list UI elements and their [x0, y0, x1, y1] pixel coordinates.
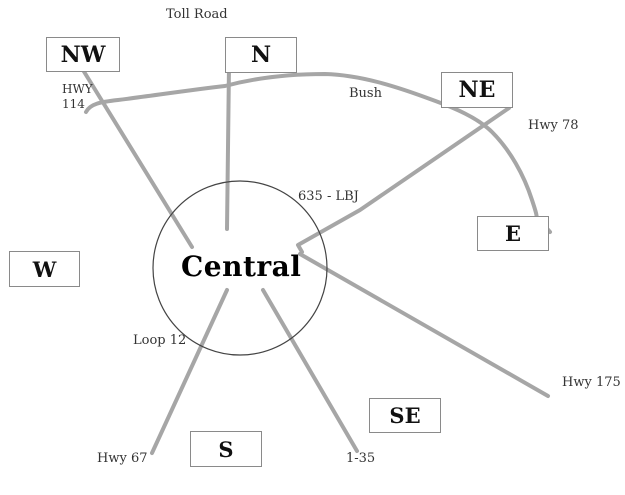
region-box-w: W	[9, 251, 80, 287]
road-label-hwy-114-line1: HWY	[62, 82, 93, 96]
ne-road	[296, 106, 511, 254]
road-label-635-lbj: 635 - LBJ	[298, 189, 359, 204]
i35-line	[261, 288, 359, 453]
bush-road	[84, 72, 552, 234]
central-label: Central	[181, 250, 302, 283]
road-label-bush: Bush	[349, 86, 382, 101]
region-label-nw: NW	[60, 41, 106, 68]
region-box-s: S	[190, 431, 262, 467]
region-box-nw: NW	[46, 37, 120, 72]
road-label-loop-12: Loop 12	[133, 333, 187, 348]
region-box-n: N	[225, 37, 297, 73]
region-box-ne: NE	[441, 72, 513, 108]
road-label-hwy-67: Hwy 67	[97, 451, 148, 466]
hwy-175-line	[298, 252, 550, 398]
region-label-e: E	[504, 221, 521, 246]
region-label-s: S	[218, 436, 234, 462]
region-label-n: N	[250, 42, 272, 68]
road-label-hwy-114-line2: 114	[62, 97, 85, 111]
region-label-ne: NE	[458, 77, 496, 103]
region-label-w: W	[32, 256, 57, 282]
road-label-hwy-175: Hwy 175	[562, 375, 621, 390]
nw-road	[81, 68, 194, 249]
road-label-i-35: 1-35	[346, 451, 376, 466]
region-box-e: E	[477, 216, 549, 251]
toll-road-line	[225, 64, 231, 231]
hwy-67-line	[150, 288, 229, 455]
road-label-toll-road: Toll Road	[166, 7, 228, 22]
region-label-se: SE	[389, 403, 421, 428]
region-box-se: SE	[369, 398, 441, 433]
central-circle	[152, 180, 328, 356]
road-label-hwy-78: Hwy 78	[528, 118, 579, 133]
